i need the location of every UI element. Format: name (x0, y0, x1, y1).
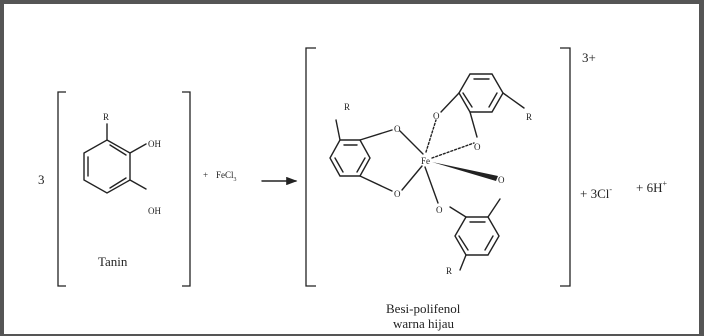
complex-ring-bottom (454, 216, 500, 256)
left-ring-r-label: R (344, 102, 350, 112)
top-ring-o1-bond (440, 92, 460, 113)
fe-o-bond-left-top (399, 130, 424, 155)
top-ring-r-label: R (526, 112, 532, 122)
complex-ring-top (458, 73, 504, 113)
complex-charge: 3+ (582, 50, 596, 65)
plus-sign-reagent: + (203, 170, 208, 180)
bottom-ring-o2-bond (487, 198, 501, 218)
tannin-oh-bottom: OH (148, 206, 161, 216)
fe-o-bond-top-1 (425, 119, 437, 153)
tannin-r-label: R (103, 112, 109, 122)
left-ring-o2-bond (359, 175, 393, 192)
left-ring-r-bond (335, 119, 341, 141)
proton-product: + 6H+ (636, 179, 667, 195)
fe-o-bond-bottom (424, 166, 439, 204)
chloride-product: + 3Cl- (580, 185, 612, 201)
tannin-oh-bond-top (129, 143, 147, 154)
tannin-oh-top: OH (148, 139, 161, 149)
bottom-ring-o1-bond (449, 206, 467, 218)
top-ring-oxygen-2: O (474, 142, 481, 152)
fe-o-bond-left-bottom (401, 165, 423, 191)
fe-o-wedge-bond (432, 162, 498, 181)
reagent-formula: FeCl3 (216, 170, 237, 183)
left-ring-oxygen-2: O (394, 189, 401, 199)
complex-caption-line1: Besi-polifenol (386, 301, 461, 316)
reactant-bracket-left (57, 91, 66, 287)
top-ring-o2-bond (469, 111, 478, 138)
iron-center: Fe (421, 156, 430, 166)
fe-o-bond-top-2 (431, 142, 475, 159)
left-ring-o1-bond (359, 129, 393, 141)
complex-bracket-right (560, 47, 571, 287)
complex-ring-left (329, 139, 371, 177)
bottom-ring-oxygen-1: O (436, 205, 443, 215)
complex-caption-line2: warna hijau (393, 316, 455, 331)
tannin-oh-bond-bottom (129, 179, 147, 190)
complex-bracket-left (305, 47, 316, 287)
left-ring-oxygen-1: O (394, 124, 401, 134)
bottom-ring-r-bond (459, 254, 467, 271)
reactant-coefficient: 3 (38, 172, 45, 187)
top-ring-r-bond (502, 92, 525, 109)
top-ring-oxygen-1: O (433, 111, 440, 121)
tannin-caption: Tanin (98, 254, 128, 269)
reactant-bracket-right (182, 91, 191, 287)
tannin-benzene-ring (83, 139, 131, 194)
bottom-ring-oxygen-2: O (498, 175, 505, 185)
bottom-ring-r-label: R (446, 266, 452, 276)
